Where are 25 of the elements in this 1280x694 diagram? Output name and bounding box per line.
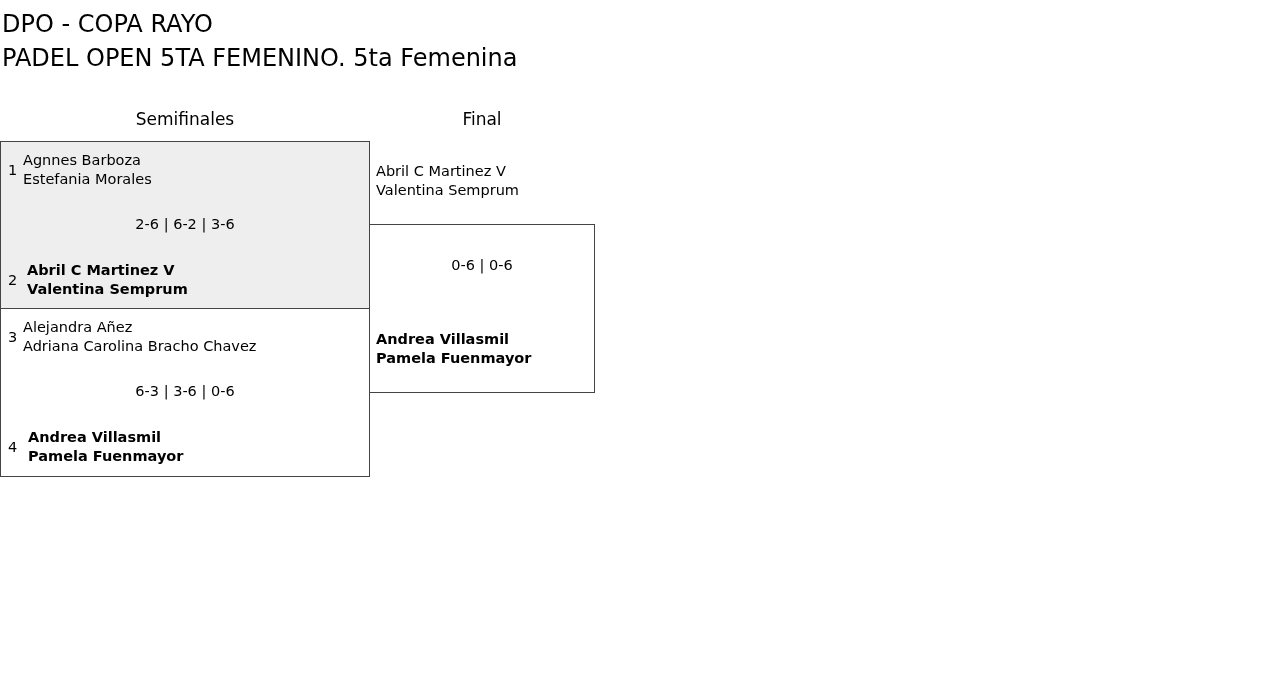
seed-number: 2 [8,271,18,290]
round-heading: Semifinales [135,108,235,130]
player-name: Estefania Morales [23,170,152,189]
round-heading: Final [462,108,502,130]
player-name: Adriana Carolina Bracho Chavez [23,337,257,356]
player-name: Valentina Semprum [27,280,188,299]
player-name: Pamela Fuenmayor [28,447,184,466]
seed-number: 4 [8,438,18,457]
match-box [0,308,370,477]
player-name: Abril C Martinez V [376,162,506,181]
title: DPO - COPA RAYO [2,9,213,40]
player-name: Abril C Martinez V [27,261,175,280]
player-name: Agnnes Barboza [23,151,141,170]
match-box [0,141,370,309]
match-score: 6-3 | 3-6 | 0-6 [135,382,235,401]
player-name: Pamela Fuenmayor [376,349,532,368]
seed-number: 3 [8,328,18,347]
player-name: Valentina Semprum [376,181,519,200]
seed-number: 1 [8,161,18,180]
player-name: Alejandra Añez [23,318,133,337]
player-name: Andrea Villasmil [376,330,510,349]
player-name: Andrea Villasmil [28,428,162,447]
match-score: 2-6 | 6-2 | 3-6 [135,215,235,234]
match-score: 0-6 | 0-6 [451,256,513,275]
subtitle: PADEL OPEN 5TA FEMENINO. 5ta Femenina [2,43,518,74]
